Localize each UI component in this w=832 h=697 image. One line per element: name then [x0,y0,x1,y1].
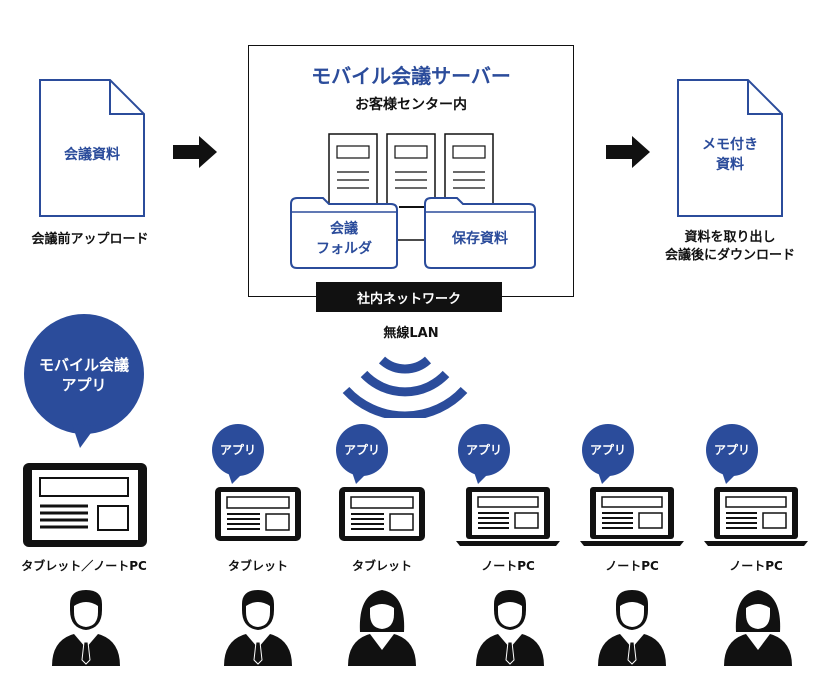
saved-folder-label: 保存資料 [452,231,508,247]
device-laptop [580,486,684,548]
meeting-folder: 会議 フォルダ [287,192,401,272]
folder-icon [424,197,536,269]
folder-icon [290,197,398,269]
app-bubble-small-label: アプリ [589,443,626,457]
left-document-caption: 会議前アップロード [31,232,149,247]
device-laptop [704,486,808,548]
device-label-1: タブレット [227,559,288,573]
device-label-5: ノートPC [729,559,783,573]
right-document: メモ付き 資料 [676,78,784,218]
right-document-caption-1: 資料を取り出し [684,230,776,245]
meeting-folder-label-1: 会議 [330,221,358,237]
app-bubble-main: モバイル会議 アプリ [22,312,146,452]
app-bubble-small: アプリ [580,424,636,486]
right-document-caption-2: 会議後にダウンロード [664,248,795,263]
app-bubble-small: アプリ [456,424,512,486]
server-box: モバイル会議サーバー お客様センター内 会議 フォルダ 保存 [248,45,574,297]
person-male-icon [50,588,122,668]
wireless-label: 無線LAN [383,326,439,341]
saved-folder: 保存資料 [421,192,539,272]
app-bubble-small-label: アプリ [465,443,502,457]
right-document-label-2: 資料 [716,157,744,173]
person-female-icon [346,588,418,668]
person-female-icon [722,588,794,668]
app-bubble-small: アプリ [210,424,266,486]
app-bubble-main-line2: アプリ [61,376,107,394]
folder-connector [399,206,425,208]
device-tablet [338,486,426,542]
app-bubble-small-label: アプリ [343,443,380,457]
device-label-2: タブレット [351,559,412,573]
person-male-icon [474,588,546,668]
device-label-0: タブレット／ノートPC [21,559,147,573]
server-title: モバイル会議サーバー [311,64,511,88]
device-laptop [456,486,560,548]
app-bubble-small-label: アプリ [713,443,750,457]
arrow-right-icon [606,134,652,170]
person-male-icon [222,588,294,668]
right-document-label-1: メモ付き [702,137,758,153]
person-male-icon [596,588,668,668]
device-label-3: ノートPC [481,559,535,573]
left-document-label: 会議資料 [64,147,120,163]
device-tablet [214,486,302,542]
app-bubble-small: アプリ [334,424,390,486]
document-icon [39,79,145,217]
app-bubble-main-line1: モバイル会議 [38,356,129,374]
device-big-tablet [22,462,148,548]
arrow-right-icon [173,134,219,170]
document-icon [677,79,783,217]
app-bubble-small-label: アプリ [219,443,256,457]
network-bar-label: 社内ネットワーク [356,292,461,307]
left-document: 会議資料 [38,78,146,218]
meeting-folder-label-2: フォルダ [316,241,372,257]
device-label-4: ノートPC [605,559,659,573]
app-bubble-small: アプリ [704,424,760,486]
server-subtitle: お客様センター内 [355,97,467,113]
network-bar: 社内ネットワーク [316,282,502,312]
wifi-icon [338,350,472,418]
